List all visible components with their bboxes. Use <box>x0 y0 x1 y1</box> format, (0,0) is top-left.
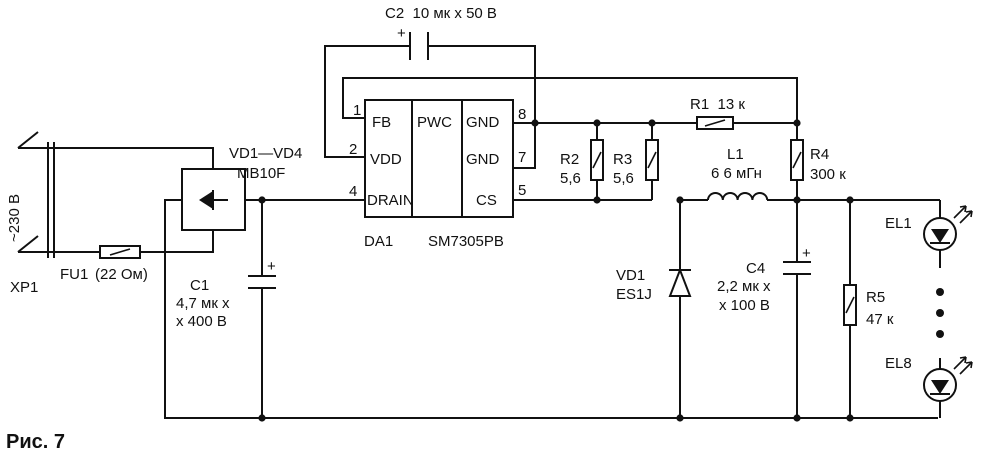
capacitor-c4-symbol <box>783 261 811 275</box>
ic-pin-gnd7: GND <box>466 151 500 168</box>
c1-polarity-mark: + <box>267 258 276 275</box>
connector-voltage-label: ~230 В <box>6 194 23 242</box>
c1-value-line2: х 400 В <box>176 313 227 330</box>
ic-pin7-number: 7 <box>518 149 526 166</box>
ic-pin-cs: CS <box>476 192 497 209</box>
resistor-r3-symbol <box>645 139 659 181</box>
ic-pin-drain: DRAIN <box>367 192 414 209</box>
ic-pin5-number: 5 <box>518 182 526 199</box>
el1-ref-label: EL1 <box>885 215 912 232</box>
ic-pin2-number: 2 <box>349 141 357 158</box>
bridge-part-label: MB10F <box>237 165 285 182</box>
diode-vd1-symbol <box>668 267 692 297</box>
resistor-r4-symbol <box>790 139 804 181</box>
r5-ref-label: R5 <box>866 289 885 306</box>
ic-pin8-number: 8 <box>518 106 526 123</box>
ic-center-label: PWC <box>417 114 452 131</box>
ic-pin4-number: 4 <box>349 183 357 200</box>
ic-part-label: SM7305PB <box>428 233 504 250</box>
c2-polarity-mark: + <box>397 25 406 42</box>
fuse-ref-label: FU1 <box>60 266 88 283</box>
r2-ref-label: R2 <box>560 151 579 168</box>
led-chain-ellipsis <box>936 288 944 338</box>
c1-value-line1: 4,7 мк х <box>176 295 230 312</box>
connector-ref-label: XP1 <box>10 279 38 296</box>
led-el1-symbol <box>923 205 973 251</box>
c4-ref-label: C4 <box>746 260 765 277</box>
figure-caption: Рис. 7 <box>6 431 65 453</box>
capacitor-c1-symbol <box>248 275 276 289</box>
capacitor-c2-symbol <box>409 32 429 60</box>
l1-value-label: 6 6 мГн <box>711 165 762 182</box>
l1-ref-label: L1 <box>727 146 744 163</box>
fuse-value-label: (22 Ом) <box>95 266 148 283</box>
bridge-rectifier-symbol <box>181 168 246 231</box>
ic-pin-fb: FB <box>372 114 391 131</box>
ic-pin1-number: 1 <box>353 102 361 119</box>
r5-value-label: 47 к <box>866 311 894 328</box>
led-el8-symbol <box>923 356 973 402</box>
ic-pin-gnd8: GND <box>466 114 500 131</box>
c2-label: C2 10 мк х 50 В <box>385 5 497 22</box>
r4-value-label: 300 к <box>810 166 846 183</box>
junctions <box>258 119 854 422</box>
vd1-ref-label: VD1 <box>616 267 645 284</box>
r3-ref-label: R3 <box>613 151 632 168</box>
ic-ref-label: DA1 <box>364 233 393 250</box>
r4-ref-label: R4 <box>810 146 829 163</box>
inductor-l1-symbol <box>707 192 769 201</box>
r3-value-label: 5,6 <box>613 170 634 187</box>
el8-ref-label: EL8 <box>885 355 912 372</box>
resistor-r1-symbol <box>696 116 734 130</box>
c4-value-line1: 2,2 мк х <box>717 278 771 295</box>
resistor-r2-symbol <box>590 139 604 181</box>
ic-da1-symbol <box>364 99 514 218</box>
c4-polarity-mark: + <box>802 245 811 262</box>
fuse-symbol <box>99 245 141 259</box>
r1-label: R1 13 к <box>690 96 745 113</box>
c4-value-line2: х 100 В <box>719 297 770 314</box>
c1-ref-label: C1 <box>190 277 209 294</box>
bridge-ref-label: VD1—VD4 <box>229 145 302 162</box>
resistor-r5-symbol <box>843 284 857 326</box>
ic-pin-vdd: VDD <box>370 151 402 168</box>
wires <box>17 45 941 419</box>
r2-value-label: 5,6 <box>560 170 581 187</box>
vd1-part-label: ES1J <box>616 286 652 303</box>
